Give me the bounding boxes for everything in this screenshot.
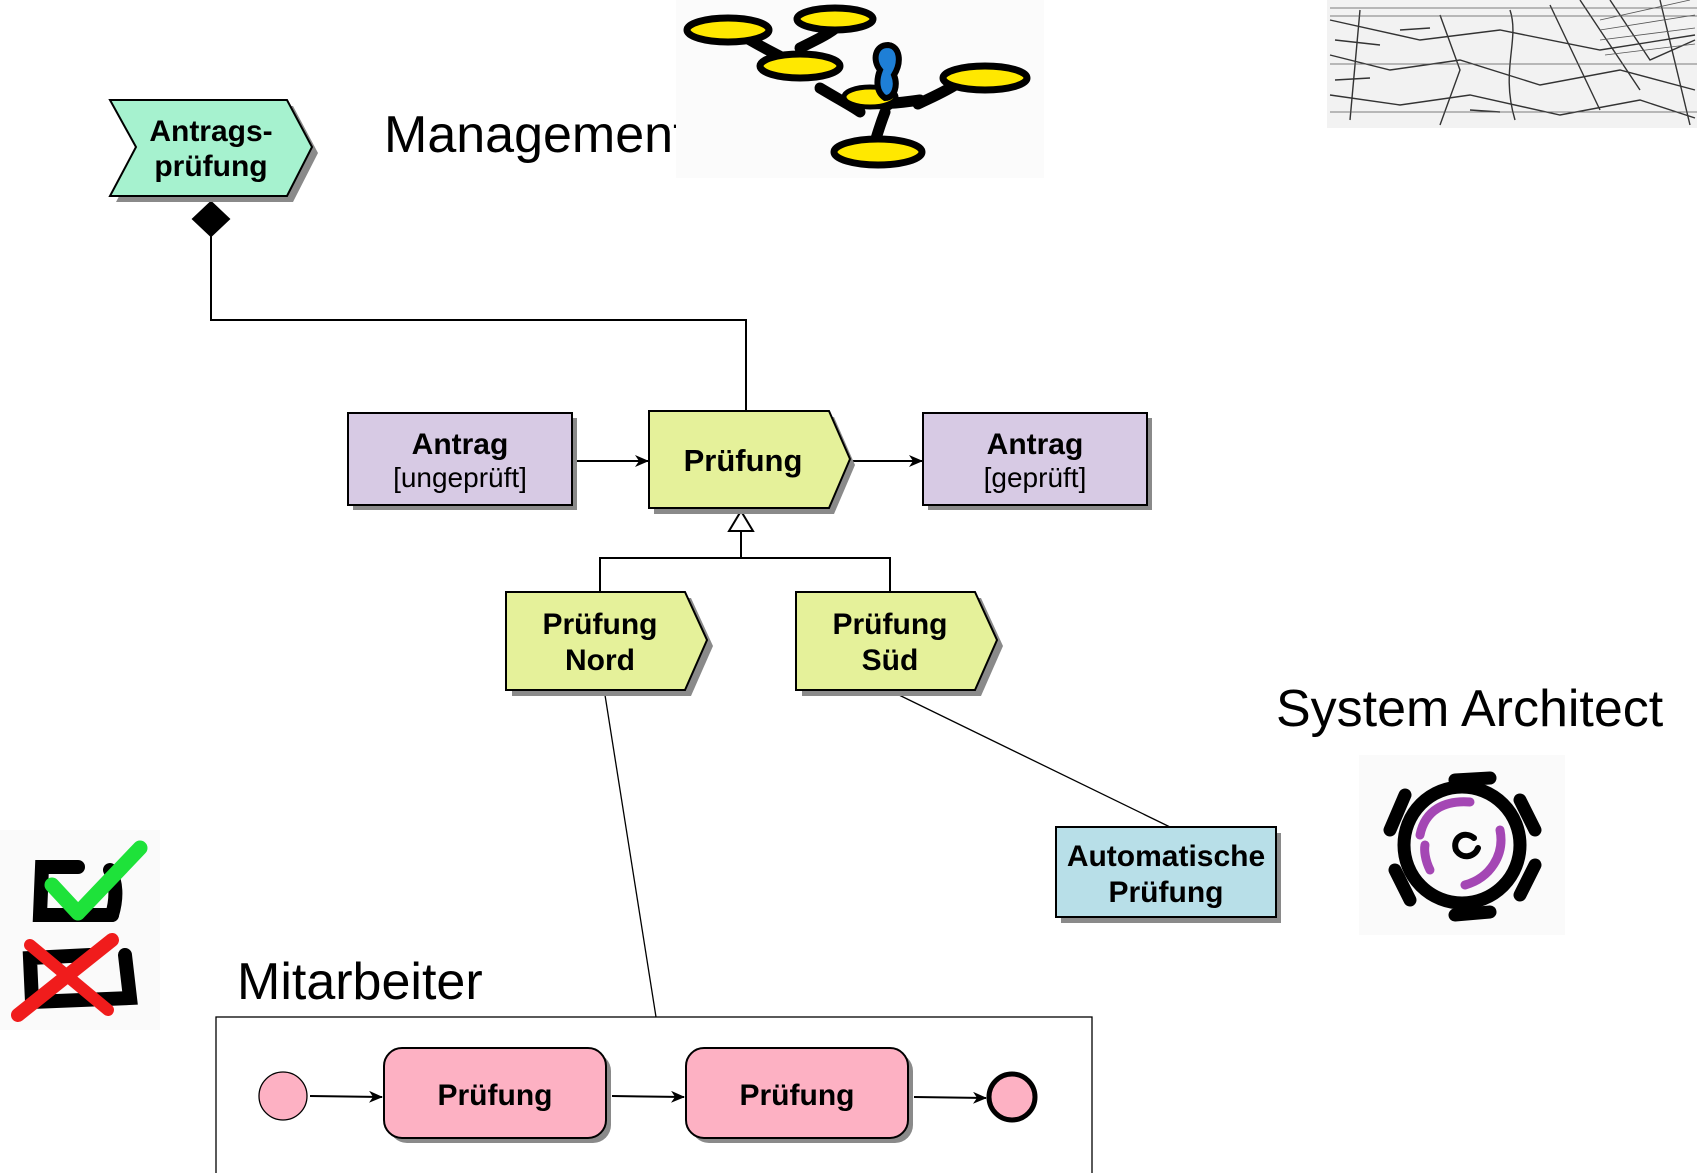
generalization-connector (599, 557, 891, 592)
heading-mitarbeiter: Mitarbeiter (237, 953, 483, 1011)
activity-final-node[interactable] (986, 1071, 1038, 1123)
pruefung-nord-line2: Nord (565, 644, 635, 677)
antragspruefung-line2: prüfung (154, 150, 267, 183)
node-pruefung-nord[interactable]: Prüfung Nord (505, 591, 713, 696)
activity-action-1-label: Prüfung (438, 1079, 553, 1112)
antrag-geprueft-state: [geprüft] (984, 462, 1087, 493)
generalization-triangle (727, 509, 755, 532)
activity-flow-1 (309, 1090, 383, 1103)
pruefung-sued-line2: Süd (862, 644, 919, 677)
node-pruefung[interactable]: Prüfung (648, 410, 855, 514)
sued-to-system-link (898, 694, 1171, 828)
antrag-ungeprueft-title: Antrag (412, 428, 509, 461)
automatische-pruefung-line1: Automatische (1067, 840, 1265, 873)
activity-flow-3 (913, 1091, 987, 1104)
activity-initial-node[interactable] (258, 1071, 308, 1121)
composition-diamond (191, 200, 231, 238)
node-antragspruefung[interactable]: Antrags- prüfung (108, 99, 318, 202)
gear-sketch-icon (1359, 755, 1565, 935)
antrag-ungeprueft-state: [ungeprüft] (393, 462, 527, 493)
automatische-pruefung-line2: Prüfung (1109, 876, 1224, 909)
nord-to-activity-link (604, 694, 657, 1018)
antrag-geprueft-title: Antrag (987, 428, 1084, 461)
activity-frame: Prüfung Prüfung (215, 1016, 1093, 1173)
activity-action-1[interactable] (383, 1047, 607, 1139)
composition-connector (210, 230, 747, 411)
node-automatische-pruefung[interactable]: Automatische Prüfung (1055, 826, 1281, 923)
connectors (191, 200, 1171, 1018)
checklist-sketch-icon (0, 830, 160, 1030)
woodcut-engraving-image (1327, 0, 1697, 128)
antragspruefung-line1: Antrags- (149, 115, 272, 148)
node-antrag-geprueft[interactable]: Antrag [geprüft] (922, 412, 1152, 510)
heading-system-architect: System Architect (1276, 680, 1664, 738)
pruefung-sued-line1: Prüfung (833, 608, 948, 641)
node-pruefung-sued[interactable]: Prüfung Süd (795, 591, 1003, 696)
heading-management: Management (384, 106, 688, 164)
activity-action-2-label: Prüfung (740, 1079, 855, 1112)
activity-action-2[interactable] (685, 1047, 909, 1139)
node-antrag-ungeprueft[interactable]: Antrag [ungeprüft] (347, 412, 577, 510)
pruefung-label: Prüfung (684, 443, 803, 478)
pruefung-nord-line1: Prüfung (543, 608, 658, 641)
activity-flow-2 (611, 1090, 685, 1103)
org-chart-sketch-icon (676, 0, 1044, 178)
